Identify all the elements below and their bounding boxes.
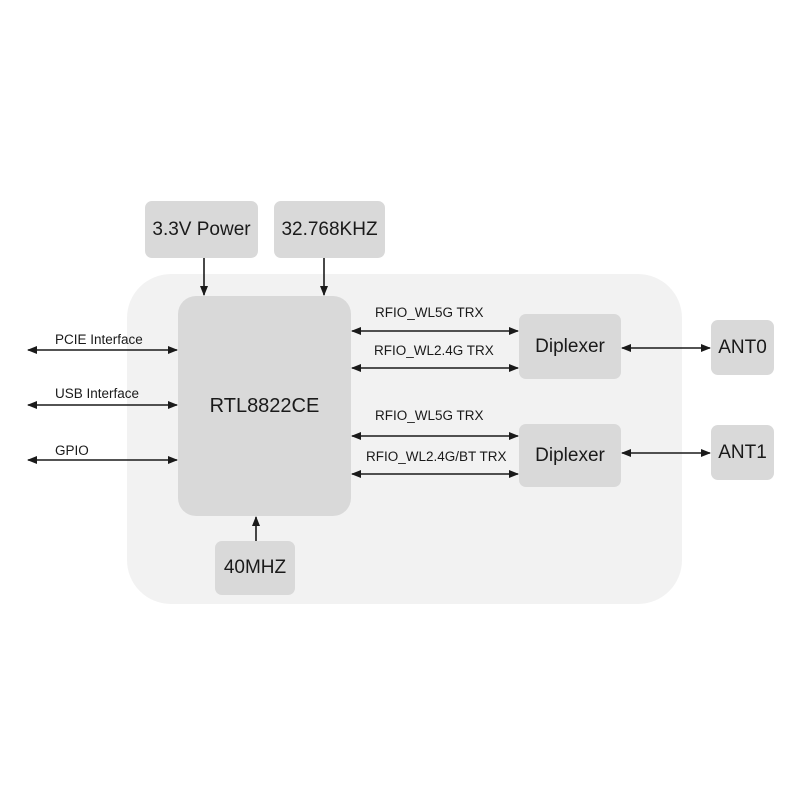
crystal-block: 40MHZ [215, 541, 295, 595]
host-interface-label-1: USB Interface [55, 386, 140, 401]
rf-path-label-top-1: RFIO_WL2.4G TRX [374, 343, 494, 358]
chip-block: RTL8822CE [178, 296, 351, 516]
diplexer-label-0: Diplexer [535, 335, 605, 357]
antenna-label-1: ANT1 [718, 441, 767, 463]
host-interface-label-2: GPIO [55, 443, 89, 458]
power-block: 3.3V Power [145, 201, 258, 258]
diplexer-label-1: Diplexer [535, 444, 605, 466]
antenna-block-0: ANT0 [711, 320, 774, 375]
rtc-clock-label: 32.768KHZ [281, 218, 378, 240]
crystal-label: 40MHZ [223, 557, 287, 578]
rf-path-label-top-0: RFIO_WL5G TRX [375, 305, 484, 320]
diplexer-block-0: Diplexer [519, 314, 621, 379]
rf-path-label-bottom-0: RFIO_WL5G TRX [375, 408, 484, 423]
diplexer-block-1: Diplexer [519, 424, 621, 487]
antenna-block-1: ANT1 [711, 425, 774, 480]
host-interface-label-0: PCIE Interface [55, 332, 143, 347]
power-label: 3.3V Power [152, 218, 251, 240]
rf-path-label-bottom-1: RFIO_WL2.4G/BT TRX [366, 449, 507, 464]
chip-label: RTL8822CE [209, 394, 320, 417]
antenna-label-0: ANT0 [718, 336, 767, 358]
rtc-clock-block: 32.768KHZ [274, 201, 385, 258]
